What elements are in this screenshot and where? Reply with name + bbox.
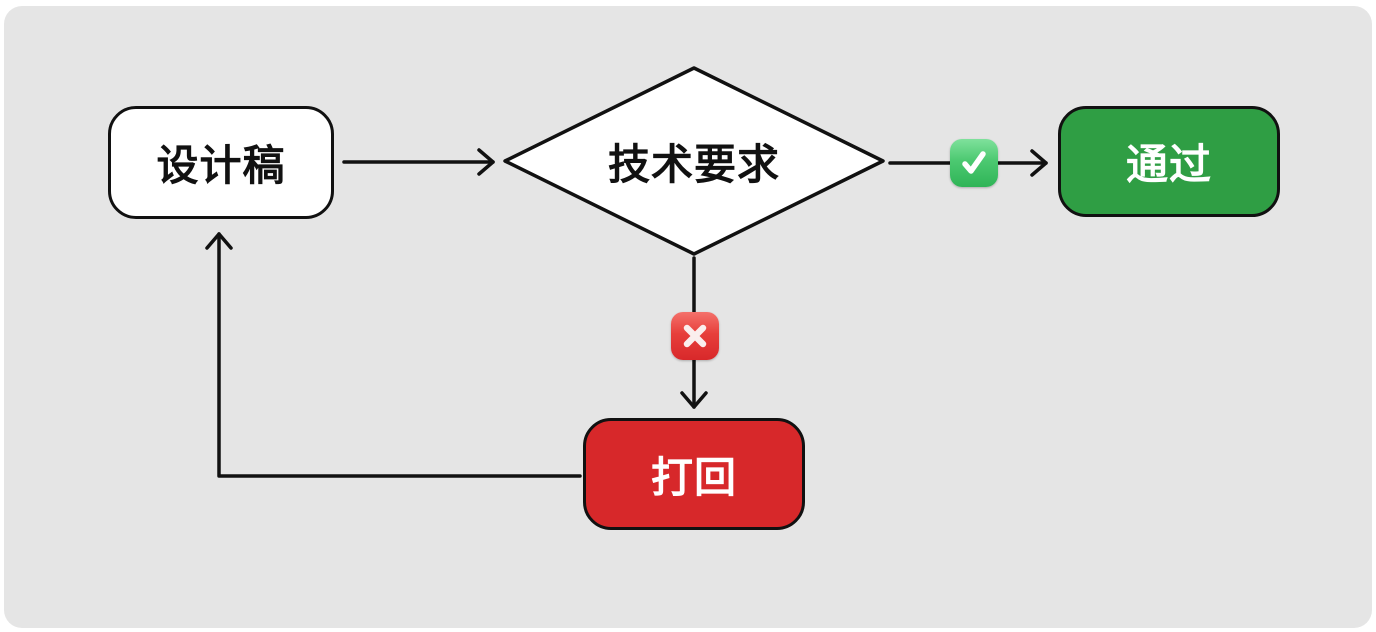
cross-icon — [671, 312, 719, 360]
arrowhead-right-1 — [477, 148, 495, 176]
node-pass: 通过 — [1058, 106, 1280, 217]
node-reject: 打回 — [583, 418, 805, 530]
node-tech-requirements-label: 技术要求 — [607, 141, 780, 188]
node-pass-label: 通过 — [1125, 141, 1212, 188]
edge-reject-to-design — [217, 232, 582, 478]
arrowhead-up — [205, 232, 233, 250]
node-reject-label: 打回 — [650, 453, 737, 501]
node-tech-requirements: 技术要求 — [505, 68, 883, 255]
arrowhead-right-2 — [1030, 149, 1048, 177]
arrowhead-down — [680, 391, 708, 409]
node-design-draft-label: 设计稿 — [156, 142, 286, 189]
check-icon — [950, 139, 998, 187]
decision-diamond-shape — [503, 66, 885, 256]
node-design-draft: 设计稿 — [108, 106, 334, 219]
